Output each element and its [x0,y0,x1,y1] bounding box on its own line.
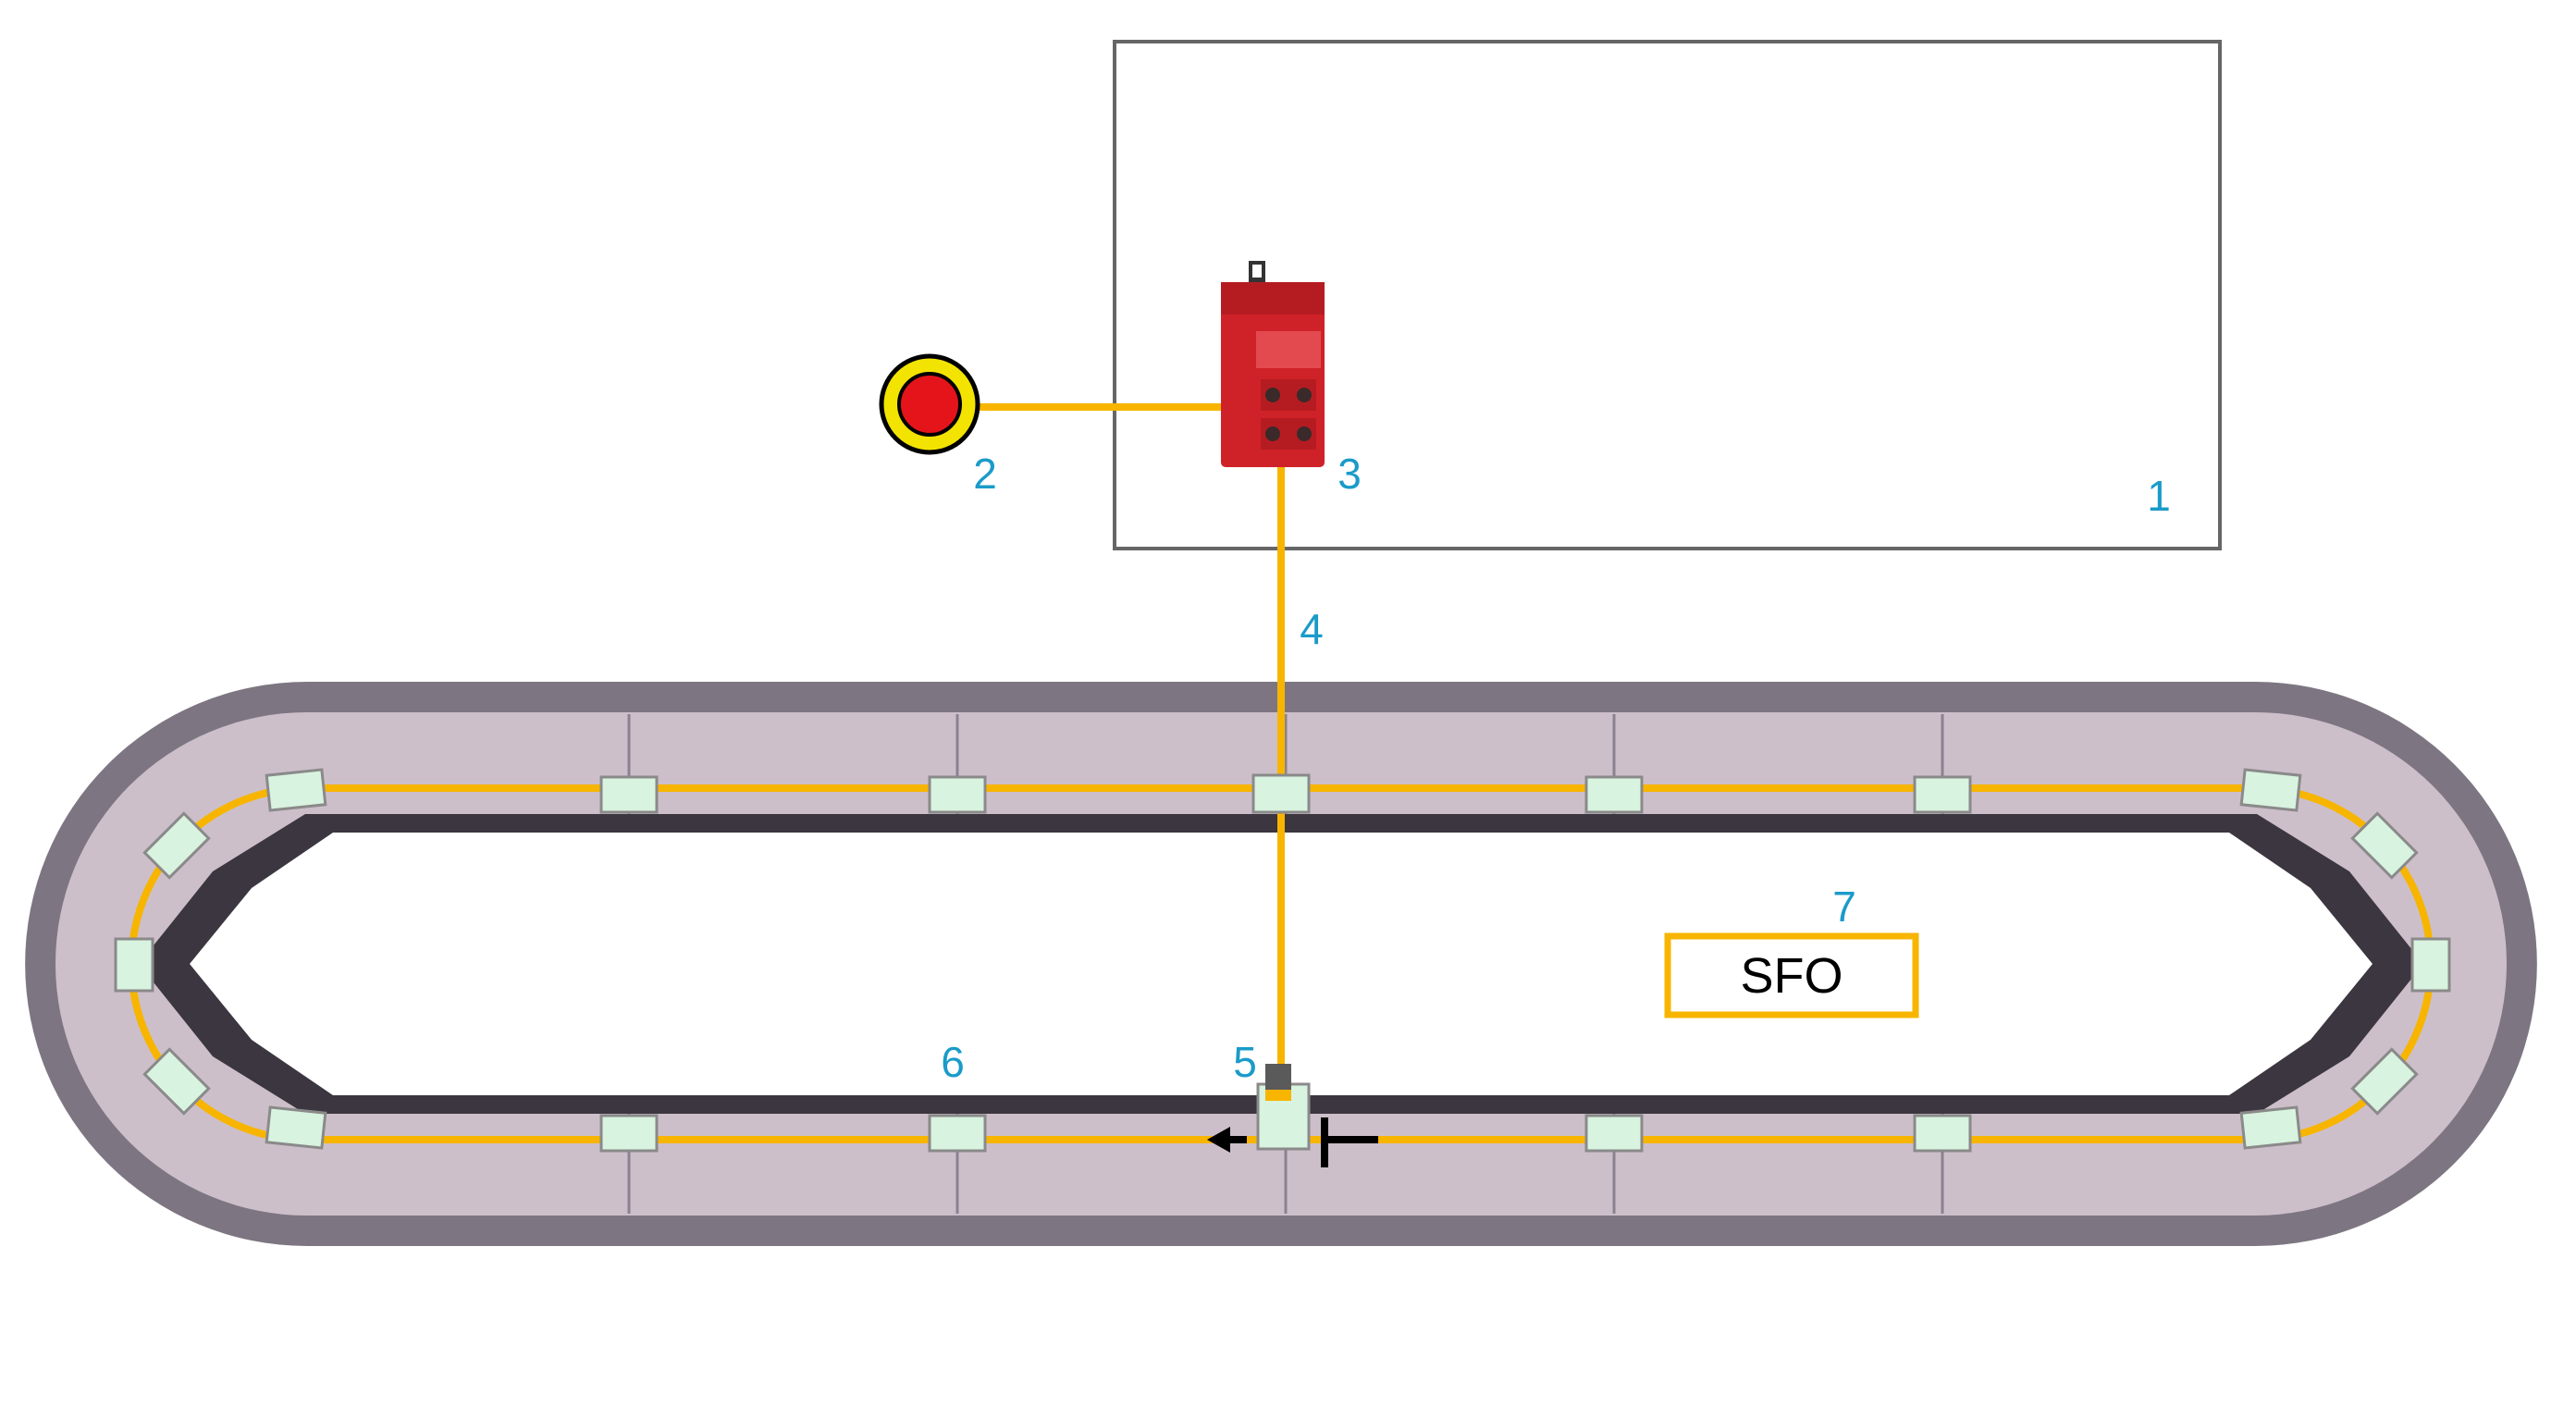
movers [114,768,2451,1153]
callout-estop: 2 [973,450,997,498]
mover [1251,773,1311,814]
mover [2350,1047,2419,1116]
safety-module-icon [1221,261,1325,467]
mover [928,775,987,814]
mover [1913,1114,1972,1153]
mover [1913,775,1972,814]
mover [265,1105,327,1150]
emergency-stop-button-icon [879,353,980,455]
sfo-label: SFO [1740,948,1843,1004]
callout-carrier: 5 [1233,1038,1257,1086]
mover [1584,775,1644,814]
callout-function: 7 [1832,882,1856,931]
stop-position-marker-icon [1321,1117,1378,1167]
mover [599,1114,659,1153]
mover [265,768,327,812]
mover [2239,1105,2302,1150]
mover [2350,811,2419,880]
mover [142,1047,211,1116]
mover [928,1114,987,1153]
sfo-function-box: SFO [1664,932,1919,1018]
mover [114,937,154,993]
safety-carrier [1256,1064,1311,1151]
callout-cable: 4 [1300,605,1324,653]
control-cabinet [1113,40,2222,550]
mover [1584,1114,1644,1153]
mover [2239,768,2302,812]
arrow-left-icon [1207,1127,1247,1153]
callout-movers: 6 [941,1038,965,1086]
mover [599,775,659,814]
callout-module: 3 [1337,450,1362,498]
callout-cabinet: 1 [2147,472,2171,520]
mover [142,811,211,880]
mover [2410,937,2451,993]
